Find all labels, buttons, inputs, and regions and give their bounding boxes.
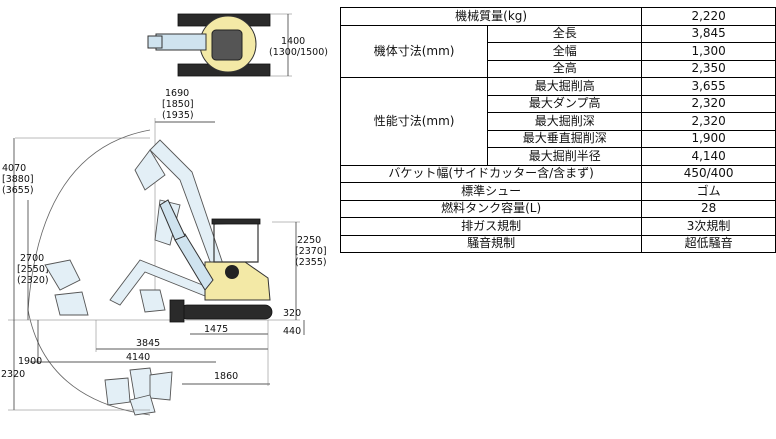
- blade-label: 440: [283, 326, 301, 337]
- table-row: 性能寸法(mm) 最大掘削高 3,655: [339, 77, 776, 166]
- spec-label: 最大掘削深: [487, 112, 643, 131]
- spec-label-shoe: 標準シュー: [339, 182, 643, 201]
- table-row: 機体寸法(mm) 全長 3,845: [339, 24, 776, 78]
- table-row: 最大掘削半径 4,140: [341, 147, 776, 166]
- spec-value-exhaust: 3次規制: [641, 217, 776, 236]
- spec-label: 最大垂直掘削深: [487, 129, 643, 148]
- spec-value: 3,845: [641, 24, 776, 43]
- spec-value-bucket-width: 450/400: [641, 164, 776, 183]
- excavator-dimension-drawing: 1400 (1300/1500) 1690 [1850] (1935) 4070…: [1, 13, 328, 416]
- height-label-a: 4070: [2, 163, 26, 174]
- spec-table: 機械質量(kg) 2,220 機体寸法(mm) 全長 3,845 全幅 1,30…: [339, 7, 776, 253]
- bucket-digging-positions: [104, 367, 173, 416]
- spec-label-fuel-tank: 燃料タンク容量(L): [339, 199, 643, 218]
- depth-label-b: 2320: [1, 369, 25, 380]
- radius-label: 4140: [126, 352, 150, 363]
- spec-value: 1,300: [641, 42, 776, 61]
- arm-position-low: [44, 259, 216, 316]
- reach-label-c: (1935): [162, 110, 194, 121]
- table-row: 全幅 1,300: [341, 42, 776, 61]
- mid-label-c: (2320): [17, 275, 49, 286]
- spec-label: 全幅: [487, 42, 643, 61]
- spec-value: 2,320: [641, 94, 776, 113]
- depth-label-a: 1900: [18, 356, 42, 367]
- tail-label: 1860: [214, 371, 238, 382]
- table-row: 排ガス規制 3次規制: [339, 217, 776, 236]
- spec-label: 全高: [487, 59, 643, 78]
- spec-value: 2,320: [641, 112, 776, 131]
- spec-value-fuel-tank: 28: [641, 199, 776, 218]
- length-label: 3845: [136, 338, 160, 349]
- top-view-machine: [147, 13, 292, 77]
- spec-label: 最大ダンプ高: [487, 94, 643, 113]
- table-row: 機械質量(kg) 2,220: [339, 7, 776, 26]
- top-width-alt-label: (1300/1500): [269, 47, 328, 58]
- right-label-c: (2355): [295, 257, 327, 268]
- spec-value: 2,350: [641, 59, 776, 78]
- spec-value-noise: 超低騒音: [641, 234, 776, 253]
- spec-label: 最大掘削半径: [487, 147, 643, 166]
- spec-group-performance: 性能寸法(mm): [339, 77, 489, 166]
- spec-value: 3,655: [641, 77, 776, 96]
- mid-label-a: 2700: [20, 253, 44, 264]
- spec-label-machine-mass: 機械質量(kg): [339, 7, 643, 26]
- spec-label: 最大掘削高: [487, 77, 643, 96]
- clearance-label: 320: [283, 308, 301, 319]
- table-row: 騒音規制 超低騒音: [339, 234, 776, 253]
- track-label: 1475: [204, 324, 228, 335]
- spec-value-shoe: ゴム: [641, 182, 776, 201]
- spec-value: 1,900: [641, 129, 776, 148]
- reach-label-a: 1690: [165, 88, 189, 99]
- table-row: 最大ダンプ高 2,320: [341, 94, 776, 113]
- height-label-b: [3880]: [2, 174, 34, 185]
- table-row: 標準シュー ゴム: [339, 182, 776, 201]
- spec-label-bucket-width: バケット幅(サイドカッター含/含まず): [339, 164, 643, 183]
- spec-label-exhaust: 排ガス規制: [339, 217, 643, 236]
- spec-label-noise: 騒音規制: [339, 234, 643, 253]
- height-label-c: (3655): [2, 185, 34, 196]
- mid-label-b: [2550]: [17, 264, 49, 275]
- spec-value: 4,140: [641, 147, 776, 166]
- table-row: バケット幅(サイドカッター含/含まず) 450/400: [339, 164, 776, 183]
- spec-group-body-dims: 機体寸法(mm): [339, 24, 489, 78]
- table-row: 最大垂直掘削深 1,900: [341, 129, 776, 148]
- right-label-a: 2250: [297, 235, 321, 246]
- arm-position-high: [134, 139, 226, 276]
- table-row: 最大掘削深 2,320: [341, 112, 776, 131]
- spec-label: 全長: [487, 24, 643, 43]
- table-row: 燃料タンク容量(L) 28: [339, 199, 776, 218]
- right-label-b: [2370]: [295, 246, 327, 257]
- excavator-side-view: [159, 199, 273, 323]
- spec-value-machine-mass: 2,220: [641, 7, 776, 26]
- top-width-label: 1400: [281, 36, 305, 47]
- reach-label-b: [1850]: [162, 99, 194, 110]
